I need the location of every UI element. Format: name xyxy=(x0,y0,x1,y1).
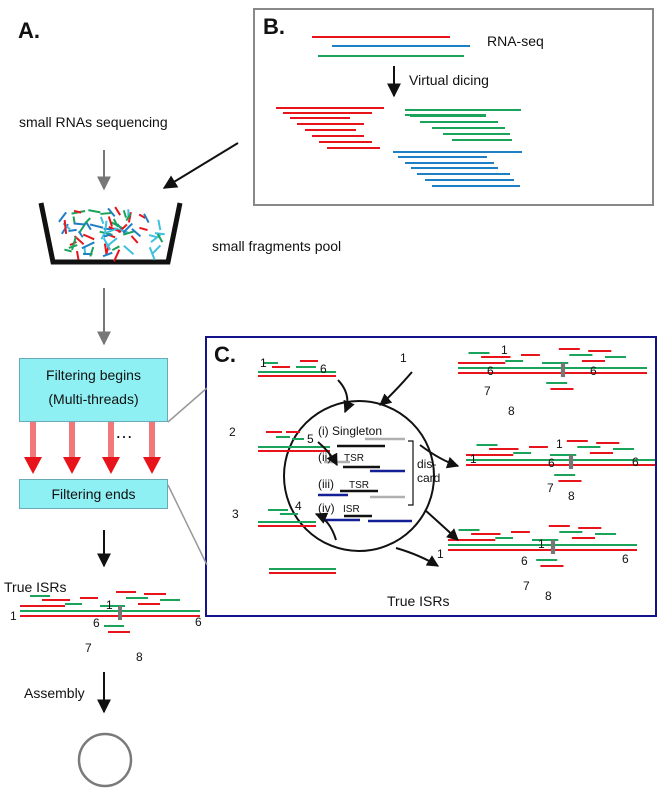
position-number: 2 xyxy=(229,425,236,439)
position-number: 1 xyxy=(400,351,407,365)
position-number: 7 xyxy=(484,384,491,398)
position-number: 1 xyxy=(501,343,508,357)
pool-fragment xyxy=(74,223,85,224)
panel-c-letter: C. xyxy=(214,342,236,368)
position-number: 8 xyxy=(136,650,143,664)
position-number: 6 xyxy=(590,364,597,378)
position-number: 6 xyxy=(195,615,202,629)
thread-arrow-head xyxy=(63,457,81,474)
pool-fragment xyxy=(90,247,93,256)
position-number: 1 xyxy=(106,598,113,612)
panel-b-letter: B. xyxy=(263,14,285,40)
pool-fragment xyxy=(123,224,132,233)
category-ii-tsr-label: TSR xyxy=(344,453,364,464)
category-singleton-label: (i) Singleton xyxy=(318,424,382,438)
small-fragments-pool-label: small fragments pool xyxy=(212,238,341,254)
pool-fragment xyxy=(150,247,155,260)
category-iv-label: (iv) xyxy=(318,501,335,515)
filtering-begins-box: Filtering begins (Multi-threads) xyxy=(19,358,168,422)
junction-mark xyxy=(569,455,573,469)
position-number: 1 xyxy=(470,452,477,466)
b-to-pool-arrow xyxy=(164,143,238,188)
assembled-contig xyxy=(79,734,131,786)
thread-arrow-shaft xyxy=(69,422,75,460)
filtering-ends-box: Filtering ends xyxy=(19,479,168,509)
position-number: 8 xyxy=(545,589,552,603)
pool-fragment xyxy=(101,217,103,224)
position-number: 1 xyxy=(556,437,563,451)
pool-fragment xyxy=(88,210,100,212)
thread-arrow-shaft xyxy=(149,422,155,460)
thread-arrows xyxy=(24,422,161,474)
panel-a-letter: A. xyxy=(18,18,40,44)
position-number: 1 xyxy=(538,537,545,551)
pool-fragment xyxy=(106,238,117,246)
pool-fragment xyxy=(115,207,120,215)
position-number: 6 xyxy=(487,364,494,378)
pool-fragment xyxy=(124,210,126,217)
virtual-dicing-label: Virtual dicing xyxy=(409,72,489,88)
filtering-ends-text: Filtering ends xyxy=(51,486,135,502)
position-number: 6 xyxy=(521,554,528,568)
pool-fragment xyxy=(68,230,76,231)
position-number: 6 xyxy=(93,616,100,630)
pool-fragments xyxy=(59,207,165,261)
pool-fragment xyxy=(124,246,134,254)
position-number: 1 xyxy=(437,547,444,561)
position-number: 4 xyxy=(295,499,302,513)
position-number: 8 xyxy=(568,489,575,503)
junction-mark xyxy=(561,363,565,377)
position-number: 5 xyxy=(307,432,314,446)
position-number: 7 xyxy=(85,641,92,655)
threads-ellipsis: … xyxy=(115,422,133,443)
thread-arrow-head xyxy=(24,457,42,474)
pool-fragment xyxy=(90,224,103,227)
position-number: 6 xyxy=(632,455,639,469)
category-iii-label: (iii) xyxy=(318,477,334,491)
position-number: 7 xyxy=(547,481,554,495)
position-number: 7 xyxy=(523,579,530,593)
pool-fragment xyxy=(139,228,147,230)
multi-threads-text: (Multi-threads) xyxy=(20,391,167,407)
zoom-line-bottom xyxy=(168,485,207,565)
position-number: 6 xyxy=(622,552,629,566)
rna-seq-label: RNA-seq xyxy=(487,33,544,49)
zoom-line-top xyxy=(168,388,207,422)
position-number: 6 xyxy=(548,456,555,470)
thread-arrow-head xyxy=(143,457,161,474)
position-number: 6 xyxy=(320,362,327,376)
true-isrs-label-c: True ISRs xyxy=(387,593,450,609)
thread-arrow-shaft xyxy=(30,422,36,460)
pool-fragment xyxy=(149,235,157,237)
pool-fragment xyxy=(155,233,165,234)
category-iii-tsr-label: TSR xyxy=(349,480,369,491)
pool-fragment xyxy=(83,235,94,240)
pool-fragment xyxy=(152,245,160,253)
thread-arrow-shaft xyxy=(108,422,114,460)
position-number: 3 xyxy=(232,507,239,521)
junction-mark xyxy=(551,540,555,554)
category-ii-label: (ii) xyxy=(318,450,331,464)
pool-fragment xyxy=(77,251,78,260)
small-rnas-sequencing-label: small RNAs sequencing xyxy=(19,114,168,130)
junction-mark xyxy=(118,606,122,620)
pool-fragment xyxy=(65,220,66,234)
position-number: 1 xyxy=(260,356,267,370)
assembly-label: Assembly xyxy=(24,685,85,701)
position-number: 1 xyxy=(10,609,17,623)
position-number: 8 xyxy=(508,404,515,418)
thread-arrow-head xyxy=(102,457,120,474)
category-iv-isr-label: ISR xyxy=(343,504,360,515)
pool-fragment xyxy=(64,250,71,252)
pool-fragment xyxy=(109,216,112,226)
true-isrs-label-a: True ISRs xyxy=(4,579,67,595)
pool-fragment xyxy=(100,213,111,214)
pool-fragment xyxy=(103,253,112,256)
pool-fragment xyxy=(158,220,160,230)
pool-fragment xyxy=(131,236,137,243)
filtering-begins-text: Filtering begins xyxy=(20,367,167,383)
discard-label: dis- card xyxy=(417,457,440,485)
